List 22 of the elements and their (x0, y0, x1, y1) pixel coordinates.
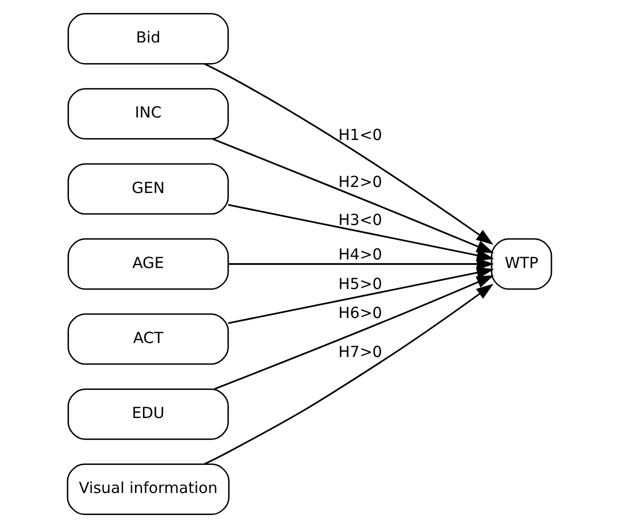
arrow (228, 204, 494, 262)
arrow (204, 284, 494, 465)
edge-label: H7>0 (338, 342, 382, 361)
node-box: ACT (67, 313, 228, 365)
arrow (214, 275, 494, 390)
node-box: Bid (67, 13, 228, 64)
arrow (228, 258, 494, 270)
edge-label: H3<0 (338, 210, 382, 229)
edge-label: H4>0 (338, 246, 382, 264)
arrow (204, 63, 493, 245)
edge-label: H6>0 (338, 304, 382, 322)
node-box: AGE (67, 238, 228, 290)
node-box: WTP (490, 238, 552, 290)
arrow (228, 266, 494, 324)
edge-label: H2>0 (338, 173, 382, 192)
node-box: INC (67, 88, 228, 140)
edge-label: H5>0 (338, 274, 382, 293)
edge-label: H1<0 (338, 126, 382, 144)
arrow (212, 138, 494, 254)
node-box: GEN (67, 163, 228, 215)
node-box: EDU (67, 388, 228, 440)
node-box: Visual information (66, 464, 230, 515)
